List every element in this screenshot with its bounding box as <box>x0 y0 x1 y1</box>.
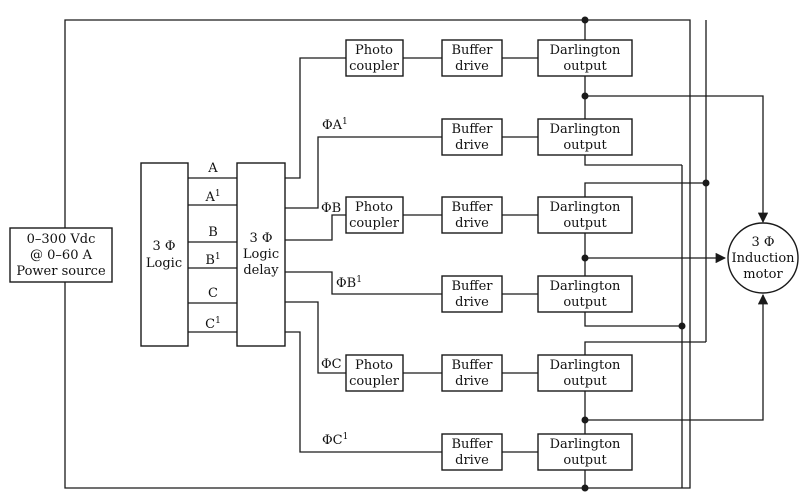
buffer-drive-line2: drive <box>455 59 489 74</box>
out-wire-4 <box>285 271 442 295</box>
phase-label-b: ΦB <box>321 201 341 216</box>
darlington-output-block: Darlington output <box>537 118 633 156</box>
darlington-line1: Darlington <box>550 358 621 373</box>
darlington-line2: output <box>563 374 607 389</box>
induction-motor: 3 Φ Induction motor <box>727 222 799 294</box>
darlington-output-block: Darlington output <box>537 433 633 471</box>
buffer-drive-line1: Buffer <box>451 200 493 215</box>
phase-labels: ΦA1 ΦB ΦB1 ΦC ΦC1 <box>321 117 362 448</box>
logic-delay-line2: Logic <box>243 247 279 262</box>
dar4-return <box>584 312 682 327</box>
darlington-output-block: Darlington output <box>537 275 633 313</box>
photo-coupler-line1: Photo <box>355 200 393 215</box>
darlington-line2: output <box>563 453 607 468</box>
buffer-drive-line1: Buffer <box>451 279 493 294</box>
phase-label-a1: ΦA1 <box>322 117 348 133</box>
darlington-line1: Darlington <box>550 200 621 215</box>
phase-label-b1: ΦB1 <box>336 275 362 291</box>
junction-dot <box>581 92 589 100</box>
signal-label-b: B <box>208 225 218 240</box>
buffer-drive-line2: drive <box>455 216 489 231</box>
phase-label-c: ΦC <box>321 357 342 372</box>
phase-c-to-motor <box>585 293 769 421</box>
darlington-line1: Darlington <box>550 43 621 58</box>
out-wire-3 <box>285 214 346 241</box>
power-source-line3: Power source <box>16 264 106 279</box>
logic-delay-line1: 3 Φ <box>249 231 272 246</box>
phase-a-to-motor <box>585 95 769 224</box>
darlington-line2: output <box>563 138 607 153</box>
signal-labels: A A1 B B1 C C1 <box>204 161 220 332</box>
photo-coupler-line2: coupler <box>349 59 400 74</box>
logic-delay-block: 3 Φ Logic delay <box>236 162 286 347</box>
out-wire-1 <box>285 57 346 179</box>
buffer-drive-line1: Buffer <box>451 437 493 452</box>
photo-coupler-line2: coupler <box>349 216 400 231</box>
dc-bus-top <box>64 19 691 489</box>
junction-dot <box>581 484 589 492</box>
darlington-line2: output <box>563 59 607 74</box>
buffer-drive-block: Buffer drive <box>441 39 503 77</box>
dar3-supply <box>584 182 706 197</box>
power-source-line2: @ 0–60 A <box>30 248 93 263</box>
signal-label-c: C <box>208 286 218 301</box>
photo-coupler-block: Photo coupler <box>345 196 404 234</box>
wiring <box>64 19 769 489</box>
out-wire-6 <box>285 331 442 453</box>
buffer-drive-line2: drive <box>455 374 489 389</box>
signal-label-b1: B1 <box>205 252 220 268</box>
motor-line1: 3 Φ <box>751 235 774 250</box>
logic-line2: Logic <box>146 256 182 271</box>
signal-label-c1: C1 <box>205 316 221 332</box>
darlington-line2: output <box>563 216 607 231</box>
junction-dot <box>678 322 686 330</box>
buffer-drive-line1: Buffer <box>451 122 493 137</box>
logic-block: 3 Φ Logic <box>140 162 189 347</box>
photo-coupler-line1: Photo <box>355 43 393 58</box>
photo-coupler-block: Photo coupler <box>345 39 404 77</box>
darlington-output-block: Darlington output <box>537 196 633 234</box>
darlington-line2: output <box>563 295 607 310</box>
buffer-drive-block: Buffer drive <box>441 354 503 392</box>
signal-label-a: A <box>207 161 218 176</box>
photo-coupler-line2: coupler <box>349 374 400 389</box>
motor-line3: motor <box>743 267 783 282</box>
darlington-line1: Darlington <box>550 279 621 294</box>
buffer-drive-block: Buffer drive <box>441 275 503 313</box>
power-source-block: 0–300 Vdc @ 0–60 A Power source <box>9 227 113 283</box>
photo-coupler-block: Photo coupler <box>345 354 404 392</box>
junction-dots <box>581 16 710 492</box>
buffer-drive-block: Buffer drive <box>441 118 503 156</box>
buffer-drive-line2: drive <box>455 138 489 153</box>
power-source-line1: 0–300 Vdc <box>27 232 96 247</box>
buffer-drive-line2: drive <box>455 295 489 310</box>
buffer-drive-line2: drive <box>455 453 489 468</box>
out-wire-2 <box>285 136 442 209</box>
junction-dot <box>702 179 710 187</box>
junction-dot <box>581 16 589 24</box>
dar5-supply <box>584 341 706 355</box>
buffer-drive-line1: Buffer <box>451 358 493 373</box>
buffer-drive-block: Buffer drive <box>441 196 503 234</box>
darlington-output-block: Darlington output <box>537 354 633 392</box>
out-wire-5 <box>285 301 346 374</box>
signal-label-a1: A1 <box>204 189 220 205</box>
darlington-line1: Darlington <box>550 437 621 452</box>
buffer-drive-line1: Buffer <box>451 43 493 58</box>
logic-delay-line3: delay <box>243 263 279 278</box>
logic-line1: 3 Φ <box>152 239 175 254</box>
buffer-drive-block: Buffer drive <box>441 433 503 471</box>
junction-dot <box>581 254 589 262</box>
dar2-return <box>584 155 682 166</box>
darlington-line1: Darlington <box>550 122 621 137</box>
phase-label-c1: ΦC1 <box>322 432 348 448</box>
darlington-output-block: Darlington output <box>537 39 633 77</box>
motor-line2: Induction <box>731 251 795 266</box>
photo-coupler-line1: Photo <box>355 358 393 373</box>
junction-dot <box>581 416 589 424</box>
